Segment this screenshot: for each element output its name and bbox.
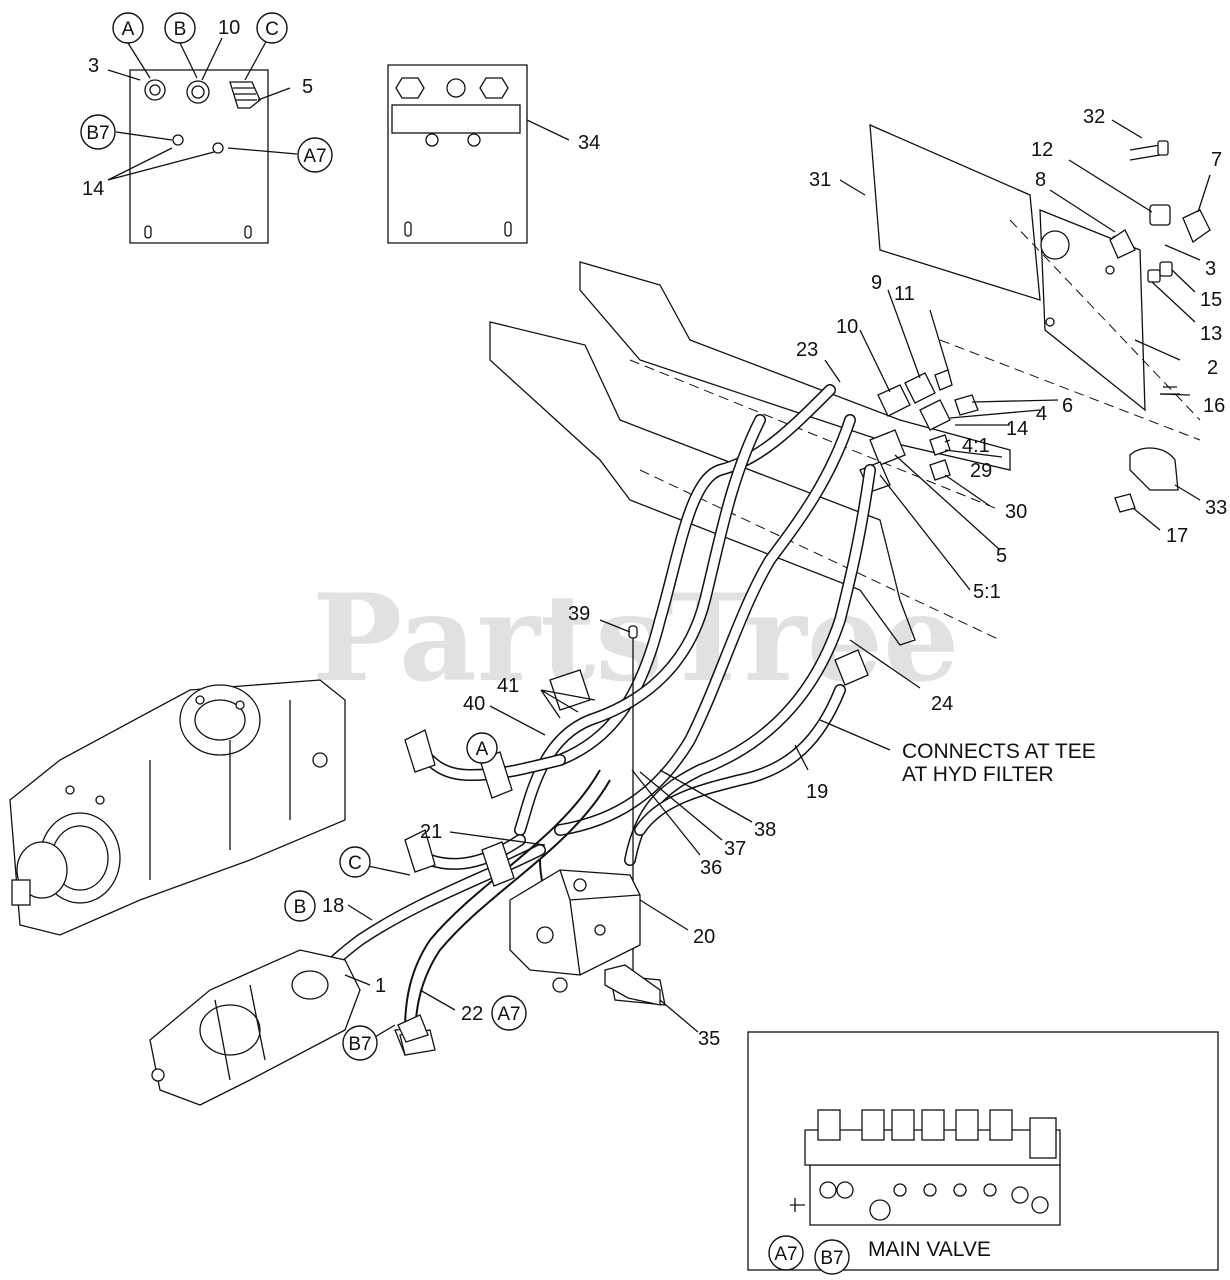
- part-label: 40: [463, 693, 485, 715]
- part-label: 10: [836, 316, 858, 338]
- part-label: 31: [809, 169, 831, 191]
- part-label: 1: [375, 975, 386, 997]
- part-label: 37: [724, 838, 746, 860]
- wheel-motor: [149, 949, 361, 1106]
- part-label: 30: [1005, 501, 1027, 523]
- bracket-33: [1114, 447, 1179, 513]
- part-label: 19: [806, 781, 828, 803]
- part-label: 38: [754, 819, 776, 841]
- part-label: 20: [693, 926, 715, 948]
- part-label: 15: [1200, 289, 1222, 311]
- tandem-pump: [9, 679, 346, 936]
- part-label: 18: [322, 895, 344, 917]
- part-label: 3: [88, 55, 99, 77]
- part-label: 2: [1207, 357, 1218, 379]
- part-labels: 3 10 5 14 34 32 12 7 8 31 3 15 13 11 9 1…: [82, 17, 1227, 1050]
- part-label: 3: [1205, 258, 1216, 280]
- part-label: 35: [698, 1028, 720, 1050]
- main-valve-label: MAIN VALVE: [868, 1238, 991, 1261]
- callout-a-mid-label: A: [476, 739, 489, 760]
- part-label: 13: [1200, 323, 1222, 345]
- callout-b-mid-label: B: [294, 897, 307, 918]
- part-label: 4:1: [962, 435, 990, 457]
- part-label: 5: [996, 545, 1007, 567]
- inset-plate-34: [387, 64, 528, 244]
- callout-b7-valve-label: B7: [820, 1248, 843, 1269]
- callout-c-top-label: C: [265, 19, 279, 40]
- callout-a7-top: A7: [297, 137, 333, 173]
- part-label: 9: [871, 272, 882, 294]
- part-label: 14: [82, 178, 104, 200]
- callout-b7-top: B7: [80, 114, 116, 150]
- part-label: 12: [1031, 139, 1053, 161]
- part-label: 36: [700, 857, 722, 879]
- part-label: 14: [1006, 418, 1028, 440]
- callout-c-top: C: [256, 12, 288, 44]
- manifold-fittings: [859, 369, 979, 493]
- fittings-upper: [1109, 140, 1211, 395]
- part-label: 33: [1205, 497, 1227, 519]
- part-label: 11: [894, 283, 915, 305]
- callout-b7-bottom-label: B7: [348, 1034, 371, 1055]
- part-label: 22: [461, 1003, 483, 1025]
- part-label: 17: [1166, 525, 1188, 547]
- callout-a7-bottom: A7: [491, 995, 527, 1031]
- main-valve-inset: [747, 1031, 1219, 1271]
- callout-a7-top-label: A7: [303, 146, 326, 167]
- part-label: 8: [1035, 169, 1046, 191]
- note-connects-line2: AT HYD FILTER: [902, 763, 1054, 786]
- inset-plate-left: [129, 69, 269, 244]
- part-label: 29: [970, 460, 992, 482]
- leader-lines: [107, 37, 1211, 1041]
- callout-b7-bottom: B7: [342, 1025, 378, 1061]
- part-label: 16: [1203, 395, 1225, 417]
- callout-a7-valve-label: A7: [774, 1244, 797, 1265]
- clamp-35: [604, 964, 661, 1006]
- callout-c-mid: C: [339, 846, 371, 878]
- valve-block-20: [509, 869, 666, 1006]
- part-label: 5:1: [973, 581, 1001, 603]
- part-label: 21: [420, 821, 442, 843]
- part-label: 39: [568, 603, 590, 625]
- part-label: 4: [1036, 403, 1047, 425]
- note-connects-line1: CONNECTS AT TEE: [902, 740, 1096, 763]
- callout-b-top: B: [164, 12, 196, 44]
- callout-b-mid: B: [284, 890, 316, 922]
- callout-c-mid-label: C: [348, 853, 362, 874]
- part-label: 5: [302, 76, 313, 98]
- callout-a7-bottom-label: A7: [497, 1004, 520, 1025]
- callout-a-top-label: A: [122, 19, 135, 40]
- part-label: 23: [796, 339, 818, 361]
- part-label: 10: [218, 17, 240, 39]
- part-label: 24: [931, 693, 953, 715]
- part-label: 32: [1083, 106, 1105, 128]
- callout-a-top: A: [112, 12, 144, 44]
- part-label: 34: [578, 132, 600, 154]
- part-label: 41: [497, 675, 519, 697]
- part-label: 7: [1211, 149, 1222, 171]
- fittings-b7-lower: [397, 1014, 436, 1056]
- plate-31: [869, 123, 1201, 441]
- part-label: 6: [1062, 395, 1073, 417]
- callout-b7-top-label: B7: [86, 123, 109, 144]
- callout-a-mid: A: [466, 732, 498, 764]
- callout-a7-valve: A7: [768, 1235, 804, 1271]
- callout-b-top-label: B: [174, 19, 187, 40]
- callout-b7-valve: B7: [814, 1239, 850, 1275]
- hose-end-fittings: [394, 649, 869, 1056]
